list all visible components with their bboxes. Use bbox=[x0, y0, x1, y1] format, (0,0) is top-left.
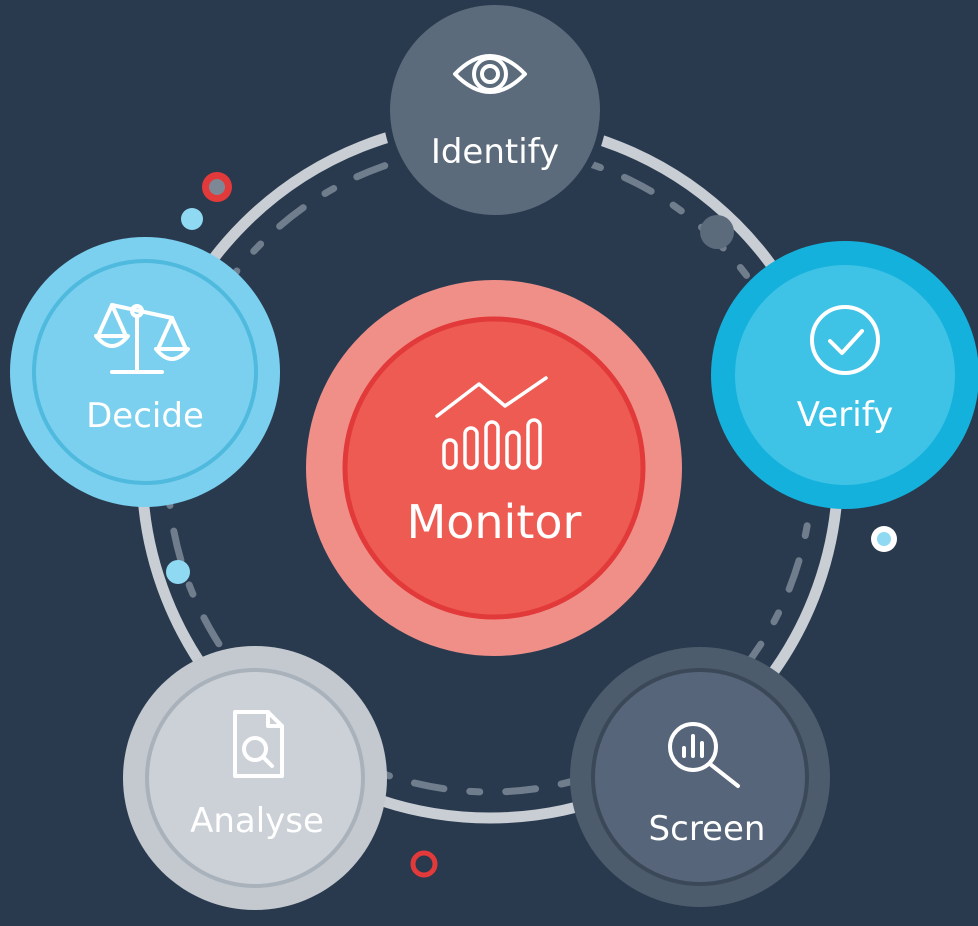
decorative-dots bbox=[166, 172, 897, 878]
identify-label: Identify bbox=[431, 132, 559, 172]
red-ring-dot bbox=[410, 850, 438, 878]
monitor-node: Monitor bbox=[306, 280, 682, 656]
decide-node: Decide bbox=[10, 237, 280, 507]
verify-node: Verify bbox=[711, 241, 978, 509]
identify-node: Identify bbox=[383, 0, 607, 222]
magnify-chart-icon bbox=[668, 722, 740, 788]
screen-node: Screen bbox=[570, 647, 830, 907]
document-search-icon bbox=[233, 710, 284, 778]
cyan-dot bbox=[181, 208, 203, 230]
verify-label: Verify bbox=[797, 395, 893, 435]
chart-trend-icon bbox=[435, 376, 548, 470]
check-circle-icon bbox=[810, 305, 880, 375]
cyan-dot bbox=[166, 560, 190, 584]
grey-dot bbox=[700, 215, 734, 249]
analyse-label: Analyse bbox=[190, 801, 324, 841]
eye-icon bbox=[453, 54, 527, 94]
analyse-node: Analyse bbox=[123, 646, 387, 910]
balance-scale-icon bbox=[94, 303, 190, 374]
monitor-label: Monitor bbox=[407, 495, 582, 549]
decide-label: Decide bbox=[86, 396, 204, 436]
screen-label: Screen bbox=[649, 809, 766, 849]
